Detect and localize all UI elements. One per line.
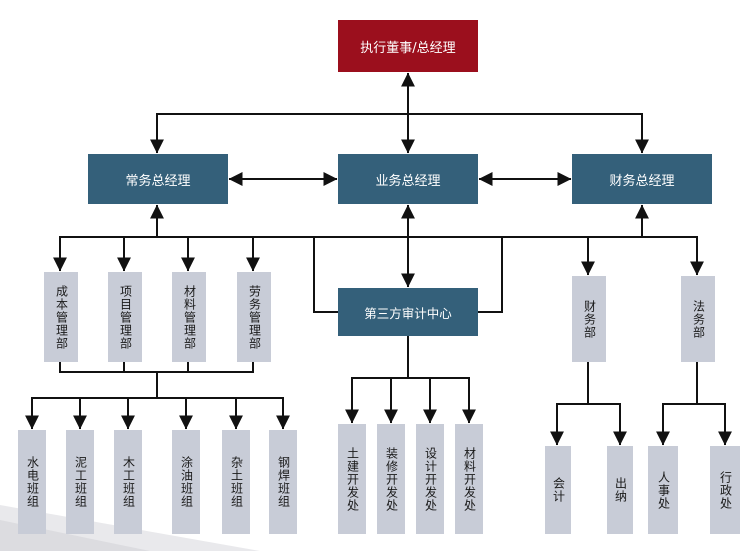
team-masonry: 泥工班组 [66, 430, 94, 534]
unit-accounting: 会计 [545, 446, 571, 534]
team-label: 杂土班组 [229, 456, 244, 508]
unit-administration: 行政处 [710, 446, 740, 534]
dept-cost-management: 成本管理部 [44, 272, 78, 362]
dept-labor-management: 劳务管理部 [237, 272, 271, 362]
audit-center-label: 第三方审计中心 [364, 305, 452, 321]
team-painting: 涂油班组 [172, 430, 200, 534]
executive-gm-label: 常务总经理 [125, 173, 191, 189]
unit-label: 人事处 [656, 470, 671, 510]
legal-department-label: 法务部 [691, 299, 706, 339]
team-carpentry: 木工班组 [114, 430, 142, 534]
unit-personnel: 人事处 [648, 446, 678, 534]
ceo-label: 执行董事/总经理 [360, 40, 456, 56]
unit-cashier: 出纳 [607, 446, 633, 534]
finance-gm-box: 财务总经理 [572, 154, 712, 204]
executive-gm-box: 常务总经理 [88, 154, 228, 204]
office-material-development: 材料开发处 [455, 424, 483, 534]
legal-department: 法务部 [681, 276, 715, 362]
finance-department-label: 财务部 [582, 299, 597, 339]
team-label: 涂油班组 [179, 456, 194, 508]
dept-label: 材料管理部 [182, 284, 197, 350]
office-decoration-development: 装修开发处 [377, 424, 405, 534]
dept-label: 项目管理部 [118, 284, 133, 350]
business-gm-box: 业务总经理 [338, 154, 478, 204]
dept-label: 劳务管理部 [247, 284, 262, 350]
dept-label: 成本管理部 [54, 284, 69, 350]
business-gm-label: 业务总经理 [375, 173, 441, 189]
unit-label: 出纳 [613, 477, 628, 503]
office-design-development: 设计开发处 [416, 424, 444, 534]
office-label: 设计开发处 [423, 446, 438, 512]
unit-label: 会计 [551, 477, 566, 503]
dept-material-management: 材料管理部 [172, 272, 206, 362]
office-label: 土建开发处 [345, 446, 360, 512]
team-label: 木工班组 [121, 456, 136, 508]
finance-gm-label: 财务总经理 [609, 173, 675, 189]
audit-center-box: 第三方审计中心 [338, 288, 478, 336]
finance-department: 财务部 [572, 276, 606, 362]
team-label: 钢焊班组 [276, 456, 291, 508]
team-label: 水电班组 [25, 456, 40, 508]
team-steel-welding: 钢焊班组 [269, 430, 297, 534]
team-plumbing-electric: 水电班组 [18, 430, 46, 534]
office-civil-development: 土建开发处 [338, 424, 366, 534]
dept-project-management: 项目管理部 [108, 272, 142, 362]
team-label: 泥工班组 [73, 456, 88, 508]
unit-label: 行政处 [718, 470, 733, 510]
ceo-box: 执行董事/总经理 [338, 20, 478, 72]
office-label: 装修开发处 [384, 446, 399, 512]
team-earthwork: 杂土班组 [222, 430, 250, 534]
office-label: 材料开发处 [462, 446, 477, 512]
